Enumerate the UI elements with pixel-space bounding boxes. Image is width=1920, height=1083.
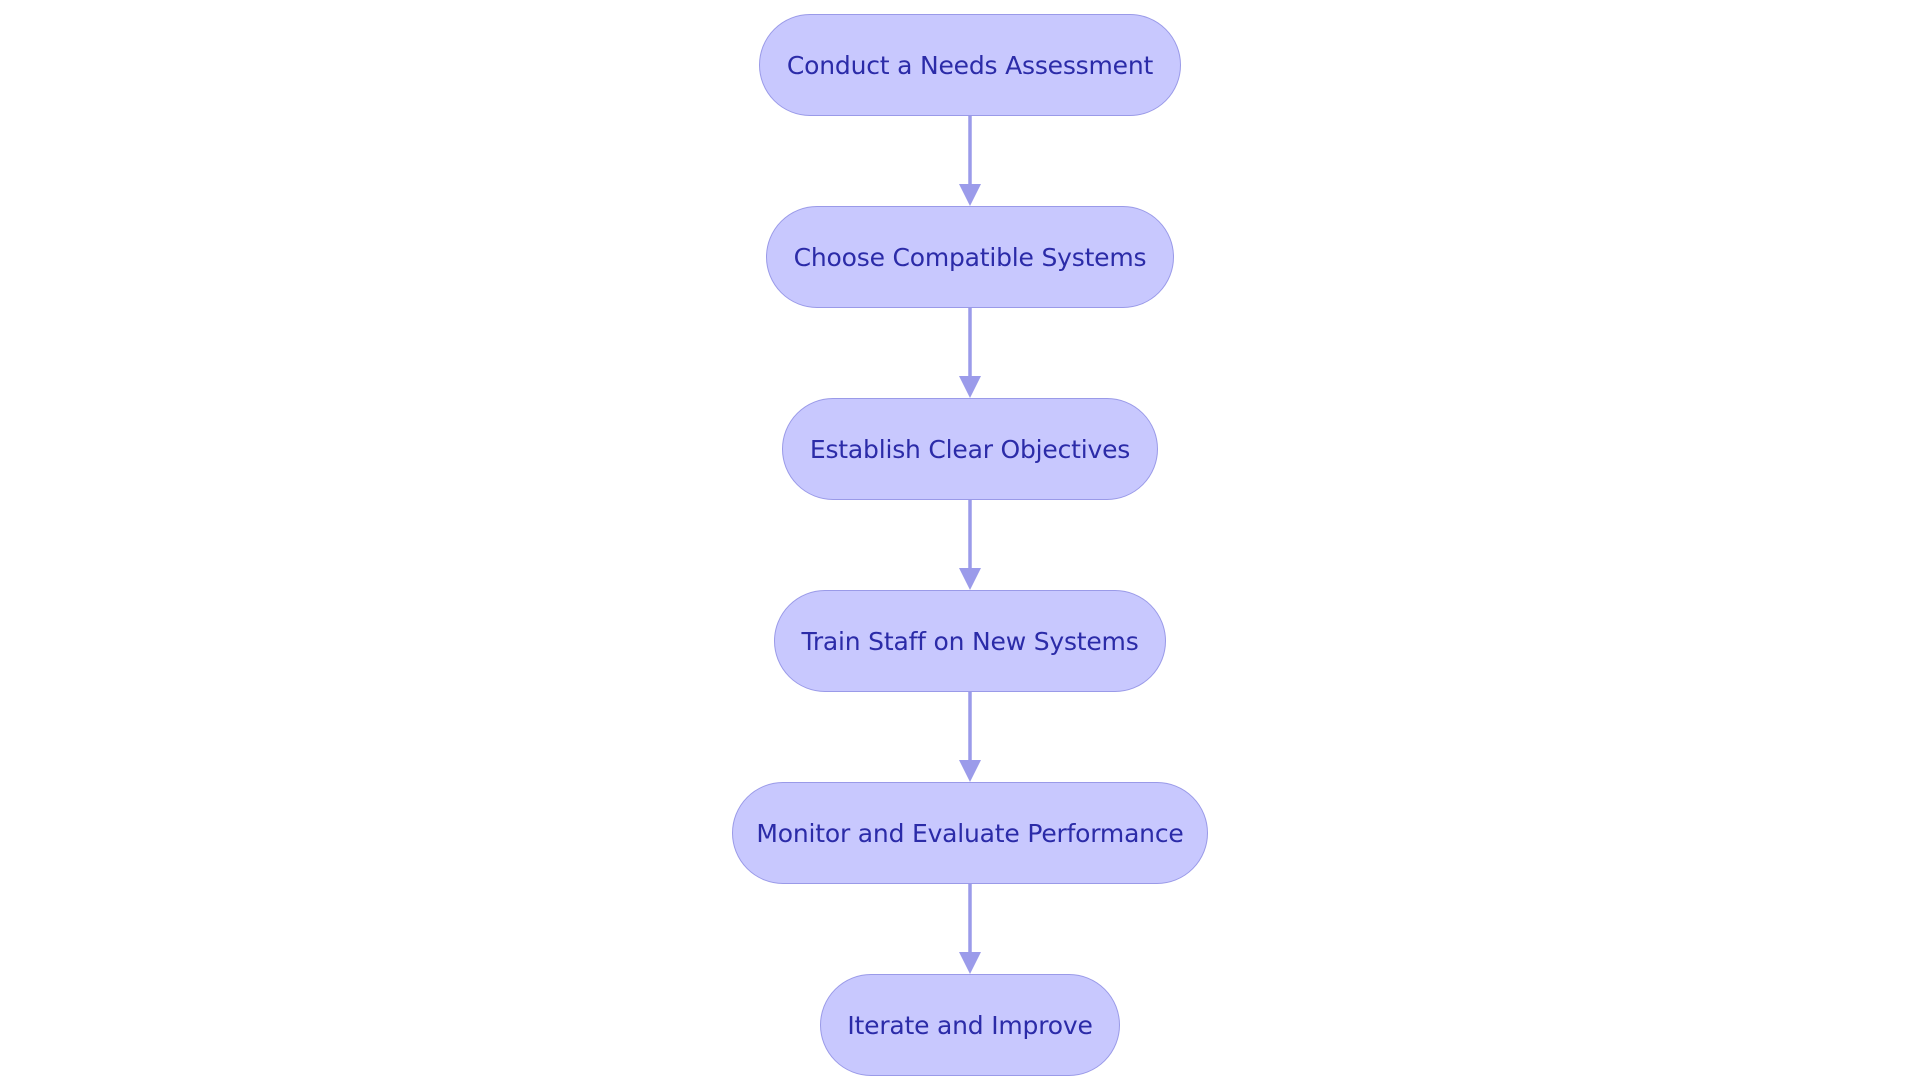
node-monitor-evaluate-performance: Monitor and Evaluate Performance [732,782,1208,884]
node-conduct-needs-assessment: Conduct a Needs Assessment [759,14,1181,116]
arrow-head-icon [959,184,981,206]
node-iterate-improve: Iterate and Improve [820,974,1120,1076]
node-label: Iterate and Improve [847,1010,1093,1040]
edge-n4-n5 [959,692,981,782]
node-label: Train Staff on New Systems [801,626,1139,656]
edge-n2-n3 [959,308,981,398]
node-establish-clear-objectives: Establish Clear Objectives [782,398,1158,500]
node-label: Establish Clear Objectives [809,434,1131,464]
node-label: Choose Compatible Systems [793,242,1147,272]
arrow-head-icon [959,376,981,398]
arrow-head-icon [959,952,981,974]
node-train-staff: Train Staff on New Systems [774,590,1166,692]
arrow-head-icon [959,568,981,590]
node-choose-compatible-systems: Choose Compatible Systems [766,206,1174,308]
node-label: Conduct a Needs Assessment [786,50,1154,80]
edge-n5-n6 [959,884,981,974]
node-label: Monitor and Evaluate Performance [756,818,1184,848]
arrow-head-icon [959,760,981,782]
edge-n3-n4 [959,500,981,590]
edge-n1-n2 [959,116,981,206]
